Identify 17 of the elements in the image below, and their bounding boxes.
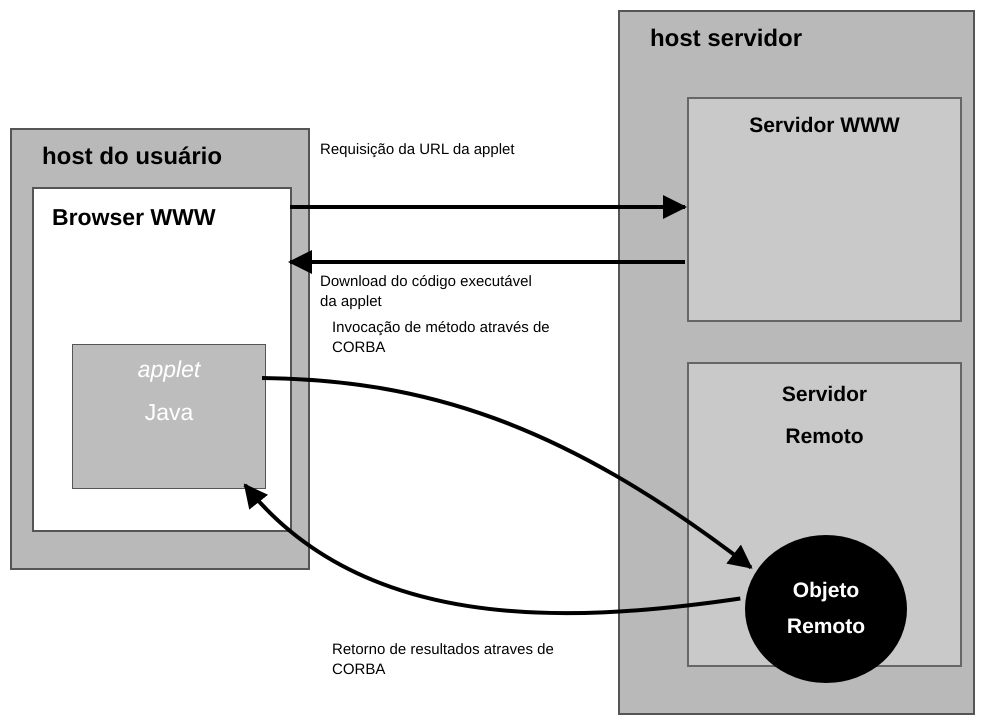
box-text: applet	[138, 355, 200, 384]
arrow	[290, 195, 687, 219]
box-title: Objeto Remoto	[786, 578, 866, 640]
box-title: Servidor Remoto	[780, 382, 868, 450]
box-title: Servidor WWW	[749, 113, 900, 139]
host-box	[10, 128, 310, 570]
component-box	[687, 97, 962, 322]
arrow	[244, 484, 741, 615]
component-box	[72, 344, 266, 489]
arrow	[262, 376, 753, 570]
host-box	[618, 10, 975, 715]
arrow	[288, 250, 685, 274]
box-text: Java	[144, 398, 194, 427]
component-box	[32, 187, 292, 532]
box-title: host do usuário	[42, 142, 222, 172]
box-title: Browser WWW	[52, 203, 216, 232]
box-title: host servidor	[650, 24, 802, 54]
